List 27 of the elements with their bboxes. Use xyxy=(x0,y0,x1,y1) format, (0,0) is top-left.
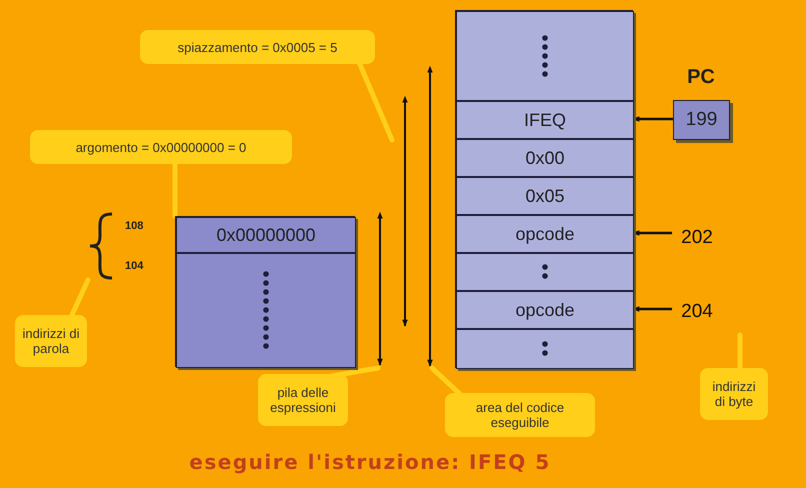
callout-bubble: area del codice eseguibile xyxy=(445,393,595,437)
curly-brace xyxy=(88,212,114,280)
callout-bubble: indirizzi di parola xyxy=(15,315,87,367)
callout-bubble: pila delle espressioni xyxy=(258,374,348,426)
memory-cell xyxy=(176,253,356,368)
leader-line xyxy=(330,366,380,378)
memory-cell xyxy=(456,11,634,101)
word-address: 108 xyxy=(125,220,144,232)
memory-cell: 0x05 xyxy=(456,177,634,215)
callout-bubble: argomento = 0x00000000 = 0 xyxy=(30,130,292,164)
register-name: PC xyxy=(686,64,716,90)
memory-cell: 0x00000000 xyxy=(176,217,356,253)
callout-bubble: indirizzi di byte xyxy=(700,368,768,420)
memory-cell xyxy=(456,253,634,291)
memory-cell: 0x00 xyxy=(456,139,634,177)
register-box: 199 xyxy=(673,100,730,140)
word-address: 104 xyxy=(125,260,144,272)
memory-cell: opcode xyxy=(456,291,634,329)
memory-cell: IFEQ xyxy=(456,101,634,139)
callout-bubble: spiazzamento = 0x0005 = 5 xyxy=(140,30,375,64)
address-label: 202 xyxy=(672,224,722,252)
memory-cell: opcode xyxy=(456,215,634,253)
diagram-title: eseguire l'istruzione: IFEQ 5 xyxy=(188,450,552,474)
memory-block xyxy=(175,216,355,367)
memory-block xyxy=(455,10,633,368)
address-label: 204 xyxy=(672,298,722,326)
memory-cell xyxy=(456,329,634,369)
